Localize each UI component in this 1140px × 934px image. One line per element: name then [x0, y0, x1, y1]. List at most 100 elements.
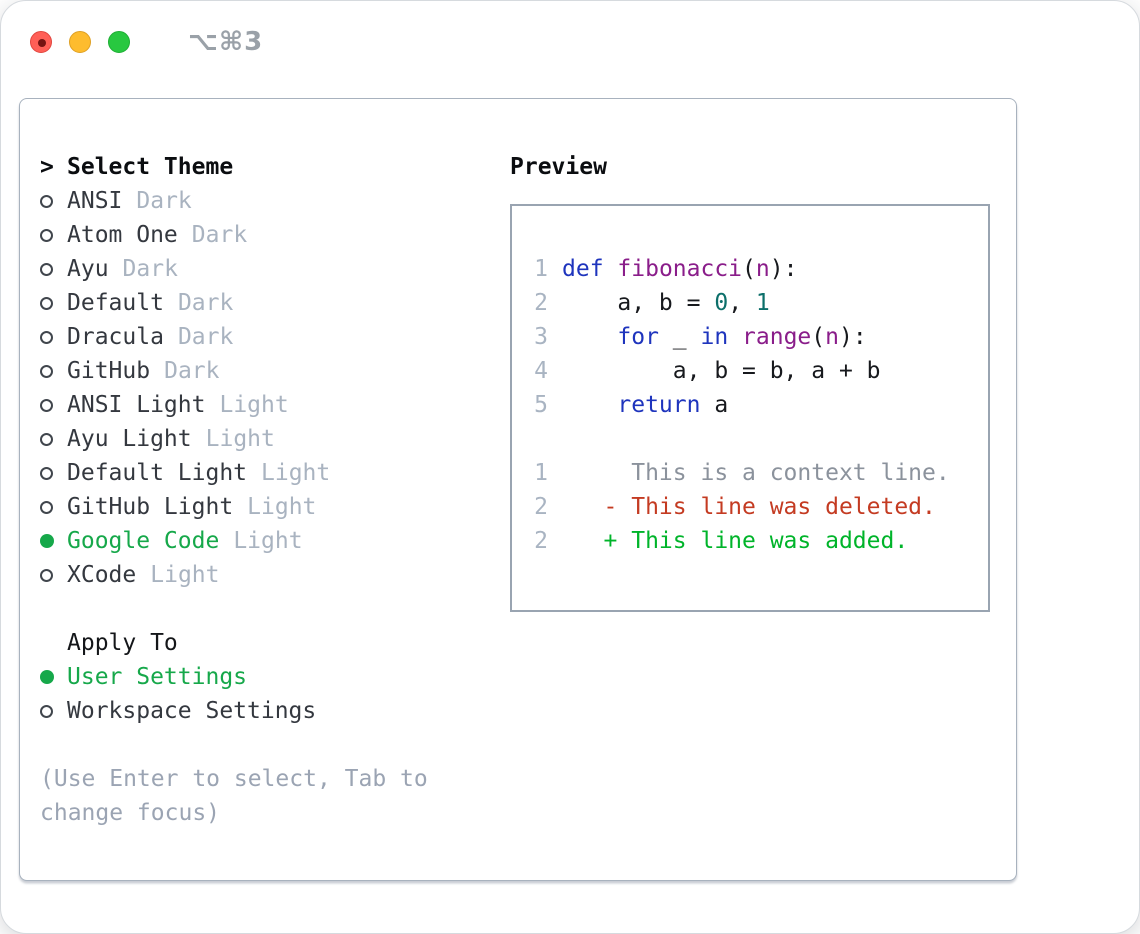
radio-circle-shape: [40, 398, 53, 412]
apply-option-user-settings[interactable]: User Settings: [40, 660, 510, 694]
apply-name: Workspace Settings: [67, 698, 317, 724]
code-text: a, b = 0, 1: [562, 286, 770, 320]
radio-unselected-icon: [40, 228, 67, 242]
token-fn: range: [742, 324, 812, 350]
spacer: [40, 592, 510, 626]
theme-variant-label: Light: [150, 562, 220, 588]
blank-line: [534, 422, 988, 456]
token-fn: fibonacci: [617, 256, 743, 282]
apply-to-label: Apply To: [67, 630, 178, 656]
theme-name: Google Code: [67, 528, 220, 554]
apply-to-header: Apply To: [40, 626, 510, 660]
close-button[interactable]: [30, 31, 52, 53]
token-pln: ,: [728, 290, 756, 316]
theme-name: XCode: [67, 562, 137, 588]
radio-unselected-icon: [40, 432, 67, 446]
code-line: 5 return a: [534, 388, 988, 422]
token-num: 0: [714, 290, 729, 316]
radio-circle-shape: [40, 262, 53, 276]
radio-circle-shape: [40, 432, 53, 446]
radio-unselected-icon: [40, 466, 67, 480]
theme-name: Default Light: [67, 460, 248, 486]
theme-option-xcode[interactable]: XCode Light: [40, 558, 510, 592]
radio-unselected-icon: [40, 704, 67, 718]
token-fn: n: [825, 324, 840, 350]
code-line: 4 a, b = b, a + b: [534, 354, 988, 388]
token-kw: for: [617, 324, 659, 350]
token-pln: ):: [839, 324, 867, 350]
preview-label: Preview: [510, 154, 607, 180]
diff-line: 2 + This line was added.: [534, 524, 988, 558]
theme-option-default-light[interactable]: Default Light Light: [40, 456, 510, 490]
code-text: return a: [562, 388, 728, 422]
radio-circle-shape: [40, 330, 53, 344]
radio-circle-shape: [40, 194, 53, 208]
diff-line: 2 - This line was deleted.: [534, 490, 988, 524]
radio-selected-icon: [40, 534, 67, 548]
radio-unselected-icon: [40, 364, 67, 378]
theme-name: Dracula: [67, 324, 164, 350]
code-line: 3 for _ in range(n):: [534, 320, 988, 354]
line-number: 1: [534, 256, 548, 282]
theme-name: ANSI Light: [67, 392, 206, 418]
line-number: 2: [534, 528, 548, 554]
token-kw: in: [700, 324, 729, 350]
line-number: 1: [534, 460, 548, 486]
line-number: 2: [534, 494, 548, 520]
token-add: + This line was added.: [562, 528, 909, 554]
token-kw: return: [617, 392, 701, 418]
close-dot-icon: [38, 39, 46, 47]
radio-circle-shape: [40, 466, 53, 480]
radio-circle-shape: [40, 670, 54, 684]
radio-circle-shape: [40, 534, 54, 548]
help-text: (Use Enter to select, Tab to change focu…: [40, 766, 428, 826]
radio-circle-shape: [40, 500, 53, 514]
title-bar: ⌥⌘3: [30, 27, 263, 57]
apply-option-workspace-settings[interactable]: Workspace Settings: [40, 694, 510, 728]
line-number: 5: [534, 392, 548, 418]
radio-circle-shape: [40, 296, 53, 310]
theme-variant-label: Dark: [177, 324, 234, 350]
radio-unselected-icon: [40, 296, 67, 310]
theme-name: Ayu Light: [67, 426, 192, 452]
code-text: for _ in range(n):: [562, 320, 867, 354]
radio-circle-shape: [40, 364, 53, 378]
theme-variant-label: Light: [261, 460, 331, 486]
token-pln: [728, 324, 742, 350]
token-num: 1: [755, 290, 770, 316]
select-theme-header: > Select Theme: [40, 150, 510, 184]
diff-text: + This line was added.: [562, 524, 909, 558]
radio-circle-shape: [40, 228, 53, 242]
diff-text: - This line was deleted.: [562, 490, 936, 524]
theme-variant-label: Dark: [122, 256, 178, 282]
token-pln: [562, 324, 617, 350]
token-pln: (: [811, 324, 826, 350]
theme-option-dracula[interactable]: Dracula Dark: [40, 320, 510, 354]
theme-variant-label: Dark: [164, 358, 220, 384]
theme-name: Atom One: [67, 222, 178, 248]
minimize-button[interactable]: [69, 31, 91, 53]
chevron-right-icon: >: [40, 154, 54, 180]
line-number: 2: [534, 290, 548, 316]
token-pln: [562, 392, 617, 418]
zoom-button[interactable]: [108, 31, 130, 53]
theme-variant-label: Dark: [136, 188, 192, 214]
window-title: ⌥⌘3: [188, 27, 264, 57]
diff-text: This is a context line.: [562, 456, 950, 490]
radio-unselected-icon: [40, 398, 67, 412]
radio-unselected-icon: [40, 568, 67, 582]
token-del: - This line was deleted.: [562, 494, 936, 520]
